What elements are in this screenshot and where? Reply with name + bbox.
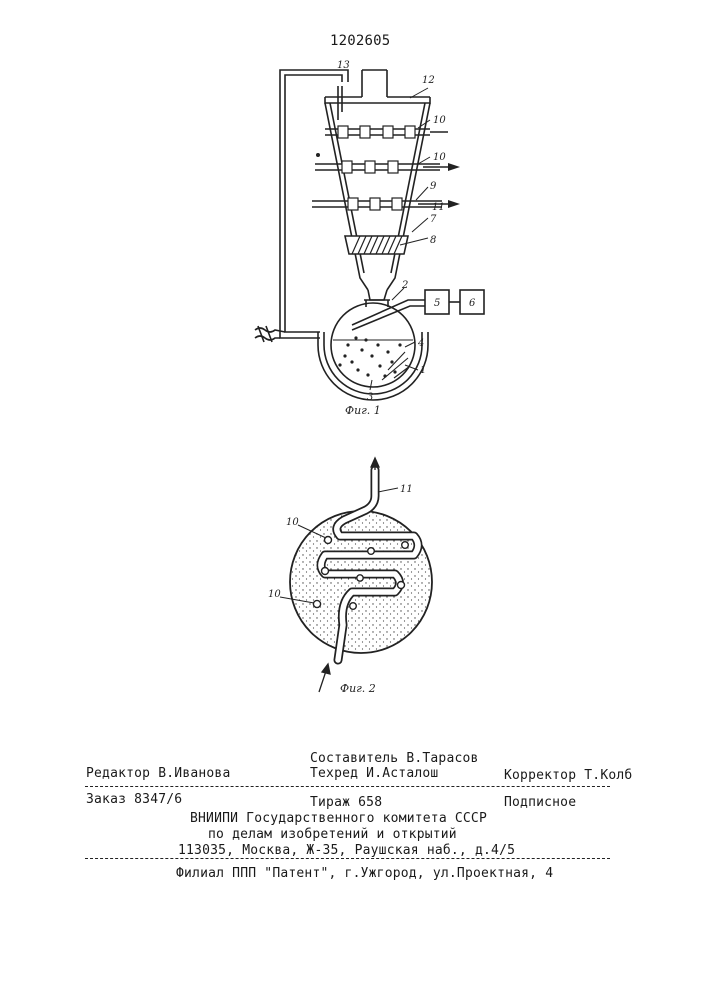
label-1: 1 bbox=[420, 365, 426, 376]
fig2-label-10-top: 10 bbox=[286, 517, 299, 528]
address: 113035, Москва, Ж-35, Раушская наб., д.4… bbox=[178, 843, 515, 858]
subscription: Подписное bbox=[504, 795, 576, 810]
compiler: Составитель В.Тарасов bbox=[310, 751, 479, 766]
corrector: Корректор Т.Колб bbox=[504, 768, 632, 783]
separator-top bbox=[85, 786, 610, 787]
figure-1-drawing: 13 12 10 10 9 11 7 8 2 5 6 4 1 3 Фиг. 1 bbox=[240, 60, 500, 420]
org-line-2: по делам изобретений и открытий bbox=[208, 827, 457, 842]
fig2-label-10-left: 10 bbox=[268, 589, 281, 600]
separator-bottom bbox=[85, 858, 610, 859]
label-3: 3 bbox=[367, 392, 373, 403]
label-12: 12 bbox=[422, 75, 435, 86]
label-4: 4 bbox=[417, 338, 424, 349]
patent-number: 1202605 bbox=[330, 33, 390, 49]
techred: Техред И.Асталош bbox=[310, 766, 438, 781]
order: Заказ 8347/6 bbox=[86, 792, 182, 807]
fig1-caption: Фиг. 1 bbox=[345, 404, 381, 417]
label-10-top: 10 bbox=[433, 115, 446, 126]
fig2-label-11: 11 bbox=[400, 484, 413, 495]
fig2-caption: Фиг. 2 bbox=[340, 682, 376, 695]
label-7: 7 bbox=[430, 214, 437, 225]
label-13: 13 bbox=[337, 60, 350, 71]
editor: Редактор В.Иванова bbox=[86, 766, 230, 781]
label-6: 6 bbox=[469, 298, 476, 309]
circulation: Тираж 658 bbox=[310, 795, 382, 810]
label-8: 8 bbox=[430, 235, 436, 246]
label-2: 2 bbox=[401, 280, 408, 291]
label-5: 5 bbox=[434, 298, 440, 309]
figure-2-drawing: 11 10 10 Фиг. 2 bbox=[260, 455, 450, 700]
branch: Филиал ППП "Патент", г.Ужгород, ул.Проек… bbox=[176, 866, 553, 881]
label-9: 9 bbox=[430, 181, 437, 192]
org-line-1: ВНИИПИ Государственного комитета СССР bbox=[190, 811, 487, 826]
label-11: 11 bbox=[432, 202, 445, 213]
label-10-mid: 10 bbox=[433, 152, 446, 163]
